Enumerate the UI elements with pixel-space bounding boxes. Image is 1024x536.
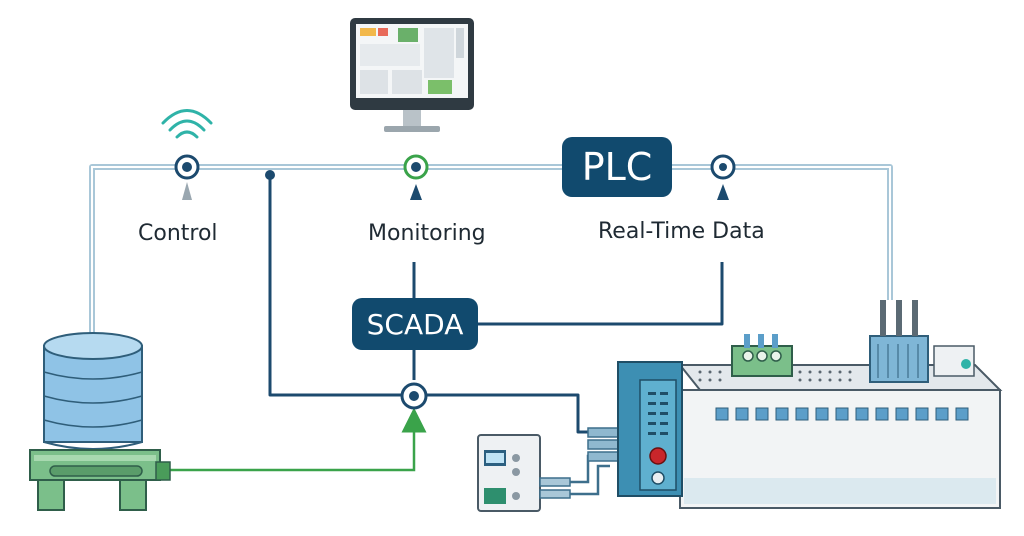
label-realtime-data: Real-Time Data (598, 219, 765, 244)
feedback-line (168, 407, 427, 472)
label-monitoring: Monitoring (368, 221, 486, 246)
arrow-up-icon (717, 184, 729, 200)
network-lines (268, 175, 724, 434)
node-icon (400, 382, 428, 410)
pump-machine (29, 449, 171, 511)
node-icon (403, 154, 429, 180)
top-bus-line (89, 164, 893, 340)
junction-dot (265, 170, 275, 180)
monitor-icon (350, 18, 474, 132)
wifi-icon (161, 109, 213, 139)
arrow-up-icon (182, 182, 192, 200)
scada-box: SCADA (352, 298, 478, 350)
control-panel (477, 434, 610, 512)
plc-box: PLC (562, 137, 672, 197)
node-icon (710, 154, 736, 180)
storage-tank (43, 332, 143, 450)
industrial-machine (617, 300, 1003, 509)
cable-connectors (587, 427, 619, 462)
label-control: Control (138, 221, 218, 246)
arrow-up-icon (410, 184, 422, 200)
node-icon (174, 154, 200, 180)
